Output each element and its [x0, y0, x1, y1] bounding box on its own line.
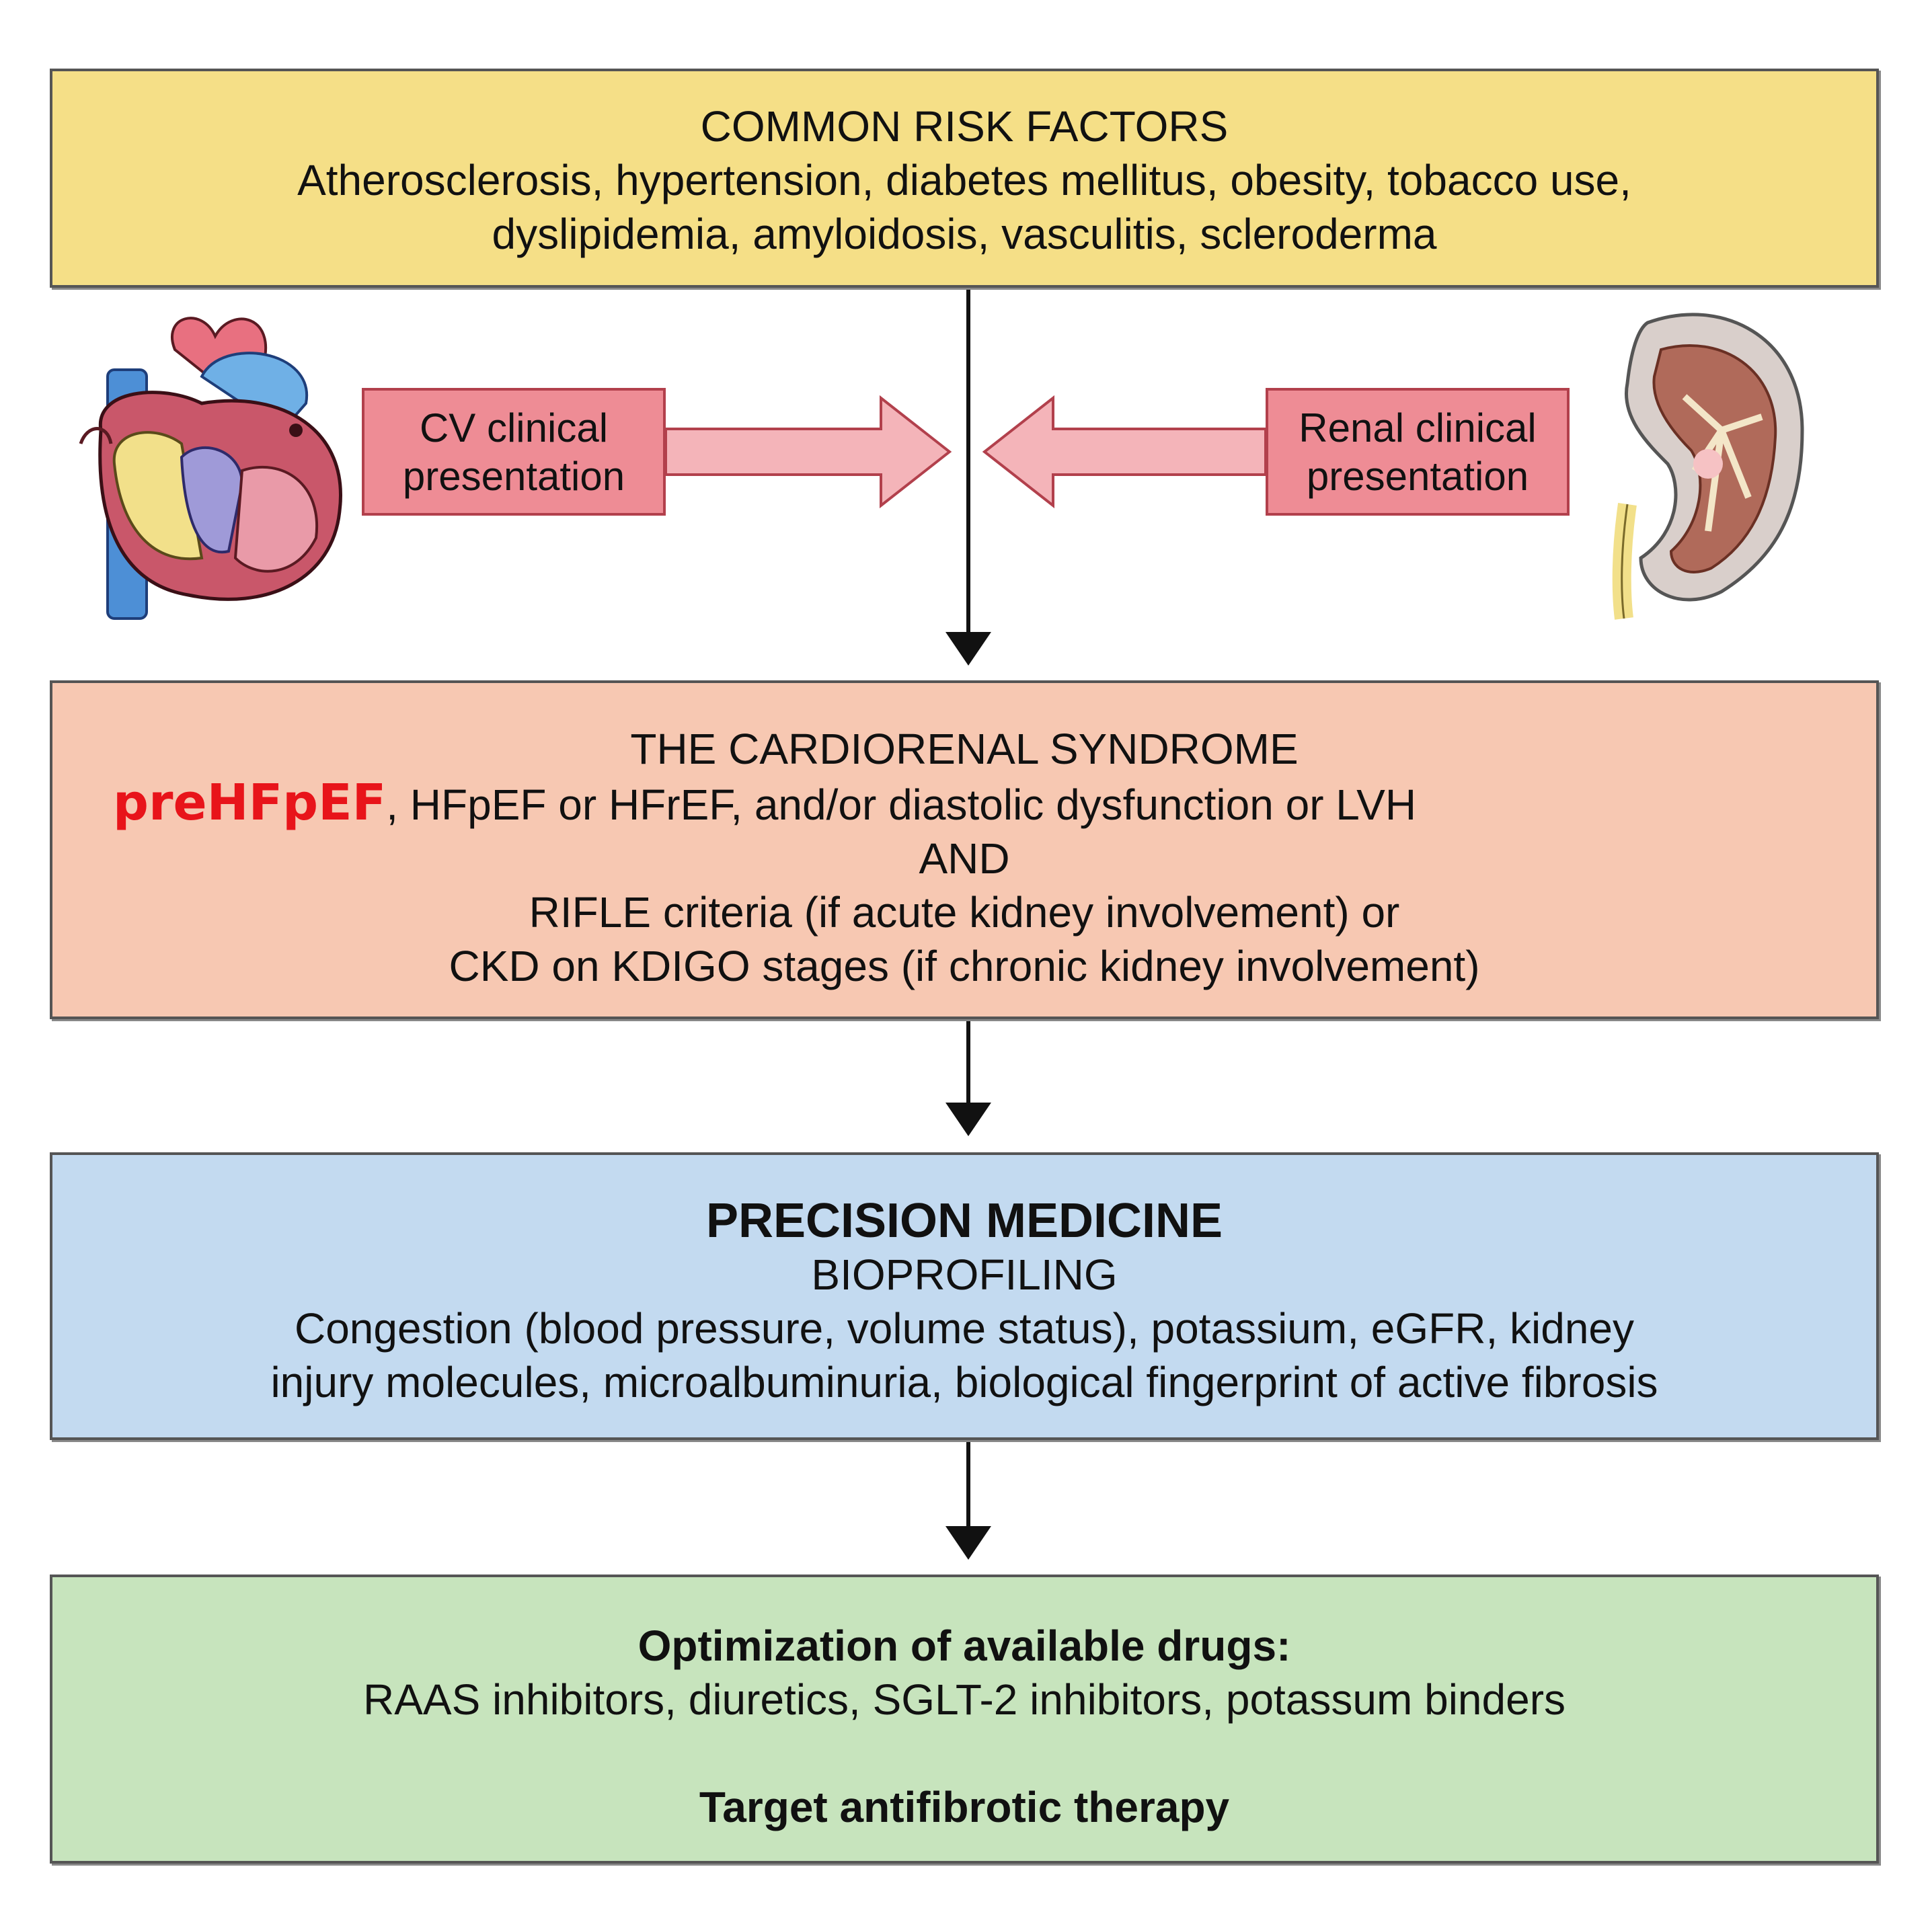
- drug-optimization-box: Optimization of available drugs: RAAS in…: [50, 1575, 1879, 1864]
- cv-block-arrow: [664, 395, 952, 509]
- cv-clinical-presentation-box: CV clinical presentation: [362, 388, 666, 516]
- precision-line-1: Congestion (blood pressure, volume statu…: [294, 1304, 1635, 1353]
- precision-subtitle: BIOPROFILING: [811, 1250, 1118, 1299]
- precision-medicine-box: PRECISION MEDICINE BIOPROFILING Congesti…: [50, 1152, 1879, 1440]
- risk-factors-line-2: dyslipidemia, amyloidosis, vasculitis, s…: [492, 210, 1437, 258]
- prehfpef-highlight: preHFpEF: [113, 774, 387, 832]
- renal-presentation-line-1: Renal clinical: [1299, 405, 1537, 450]
- renal-block-arrow: [982, 395, 1267, 509]
- cardiorenal-line-4: CKD on KDIGO stages (if chronic kidney i…: [449, 942, 1480, 990]
- arrowhead-to-drugs: [945, 1526, 991, 1560]
- kidney-icon: [1612, 313, 1804, 620]
- drugs-line-1: RAAS inhibitors, diuretics, SGLT-2 inhib…: [362, 1675, 1566, 1724]
- risk-factors-title: COMMON RISK FACTORS: [700, 102, 1229, 151]
- risk-factors-line-1: Atherosclerosis, hypertension, diabetes …: [297, 156, 1631, 204]
- drugs-title: Optimization of available drugs:: [637, 1622, 1291, 1670]
- arrowhead-to-precision: [945, 1103, 991, 1136]
- drugs-line-2: Target antifibrotic therapy: [699, 1783, 1230, 1831]
- cv-presentation-line-1: CV clinical: [419, 405, 609, 450]
- cardiorenal-and: AND: [919, 834, 1010, 883]
- cardiorenal-line-3: RIFLE criteria (if acute kidney involvem…: [529, 888, 1400, 937]
- precision-line-2: injury molecules, microalbuminuria, biol…: [270, 1358, 1658, 1406]
- cardiorenal-line-1: preHFpEF, HFpEF or HFrEF, and/or diastol…: [52, 776, 1876, 832]
- cardiorenal-line-1-rest: , HFpEF or HFrEF, and/or diastolic dysfu…: [386, 781, 1417, 829]
- precision-title: PRECISION MEDICINE: [705, 1194, 1223, 1248]
- cv-presentation-line-2: presentation: [402, 454, 625, 499]
- renal-clinical-presentation-box: Renal clinical presentation: [1266, 388, 1570, 516]
- cardiorenal-title: THE CARDIORENAL SYNDROME: [630, 725, 1299, 773]
- renal-presentation-line-2: presentation: [1306, 454, 1529, 499]
- heart-icon: [79, 317, 342, 620]
- cardiorenal-syndrome-box: THE CARDIORENAL SYNDROME preHFpEF, HFpEF…: [50, 680, 1879, 1019]
- arrowhead-to-crs: [945, 632, 991, 666]
- common-risk-factors-box: COMMON RISK FACTORS Atherosclerosis, hyp…: [50, 69, 1879, 288]
